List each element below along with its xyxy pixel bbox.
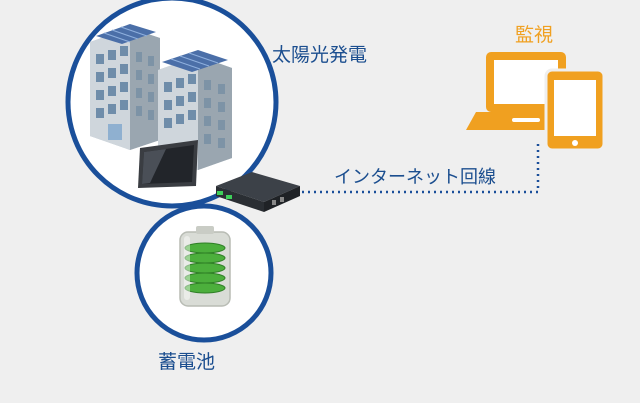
battery-icon — [179, 226, 231, 307]
tablet-icon — [544, 68, 606, 152]
battery-label: 蓄電池 — [158, 351, 216, 373]
monitoring-label: 監視 — [515, 24, 554, 46]
internet-line — [296, 142, 540, 194]
internet-line-label: インターネット回線 — [334, 167, 496, 188]
display-monitor-icon — [138, 140, 198, 188]
buildings-icon — [90, 24, 232, 170]
gateway-device-icon — [216, 172, 300, 212]
solar-label: 太陽光発電 — [272, 44, 368, 66]
